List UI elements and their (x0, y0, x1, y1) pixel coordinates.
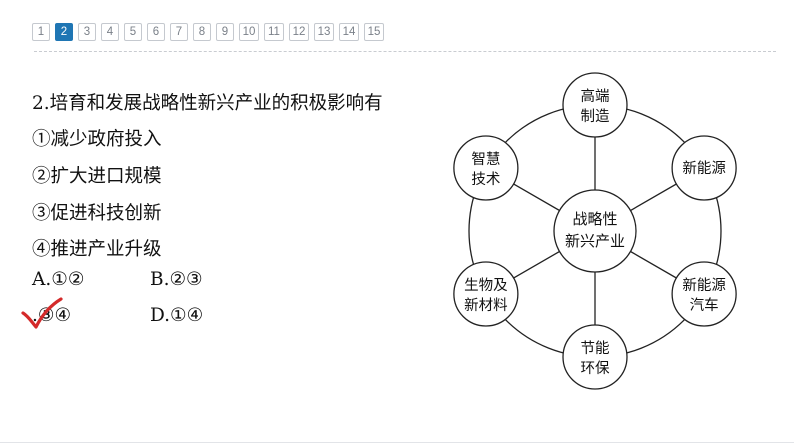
statement-2: ②扩大进口规模 (32, 166, 162, 187)
center-label-1: 战略性 (572, 210, 617, 228)
page-button-15[interactable]: 15 (364, 23, 384, 41)
page-button-13[interactable]: 13 (314, 23, 334, 41)
center-node (553, 189, 637, 273)
node-label-2-0: 新能源 (682, 277, 726, 294)
node-label-0-1: 制造 (581, 108, 610, 125)
page-button-8[interactable]: 8 (193, 23, 211, 41)
center-label-2: 新兴产业 (565, 232, 625, 250)
page-button-14[interactable]: 14 (339, 23, 359, 41)
page-button-10[interactable]: 10 (239, 23, 259, 41)
node-label-4-1: 新材料 (464, 297, 508, 314)
correct-check-icon (21, 297, 63, 329)
node-circle-3 (562, 324, 628, 390)
statement-4: ④推进产业升级 (32, 239, 162, 260)
page-button-2[interactable]: 2 (55, 23, 73, 41)
choice-b[interactable]: B.②③ (150, 269, 203, 290)
node-circle-2 (671, 261, 737, 327)
page-button-1[interactable]: 1 (32, 23, 50, 41)
node-label-5-0: 智慧 (471, 151, 500, 168)
choice-d[interactable]: D.①④ (150, 305, 204, 326)
page-button-6[interactable]: 6 (147, 23, 165, 41)
page-button-11[interactable]: 11 (264, 23, 284, 41)
node-label-0-0: 高端 (581, 88, 610, 105)
header-divider (34, 51, 776, 52)
footer-divider (0, 442, 794, 443)
node-circle-5 (453, 135, 519, 201)
node-label-5-1: 技术 (471, 171, 500, 188)
choice-c[interactable]: .③④ (32, 305, 72, 326)
page-button-5[interactable]: 5 (124, 23, 142, 41)
page-button-3[interactable]: 3 (78, 23, 96, 41)
page-button-7[interactable]: 7 (170, 23, 188, 41)
node-label-1-0: 新能源 (682, 160, 726, 177)
node-label-3-1: 环保 (581, 360, 610, 377)
page-button-9[interactable]: 9 (216, 23, 234, 41)
node-circle-1 (671, 135, 737, 201)
choice-a[interactable]: A.①② (32, 269, 85, 290)
node-circle-4 (453, 261, 519, 327)
node-circle-0 (562, 72, 628, 138)
statement-3: ③促进科技创新 (32, 203, 162, 224)
question-stem: 2.培育和发展战略性新兴产业的积极影响有 (32, 93, 383, 114)
node-label-2-1: 汽车 (690, 297, 719, 314)
statement-1: ①减少政府投入 (32, 129, 162, 150)
node-label-3-0: 节能 (581, 340, 610, 357)
page-button-12[interactable]: 12 (289, 23, 309, 41)
page-button-4[interactable]: 4 (101, 23, 119, 41)
node-label-4-0: 生物及 (464, 277, 508, 294)
